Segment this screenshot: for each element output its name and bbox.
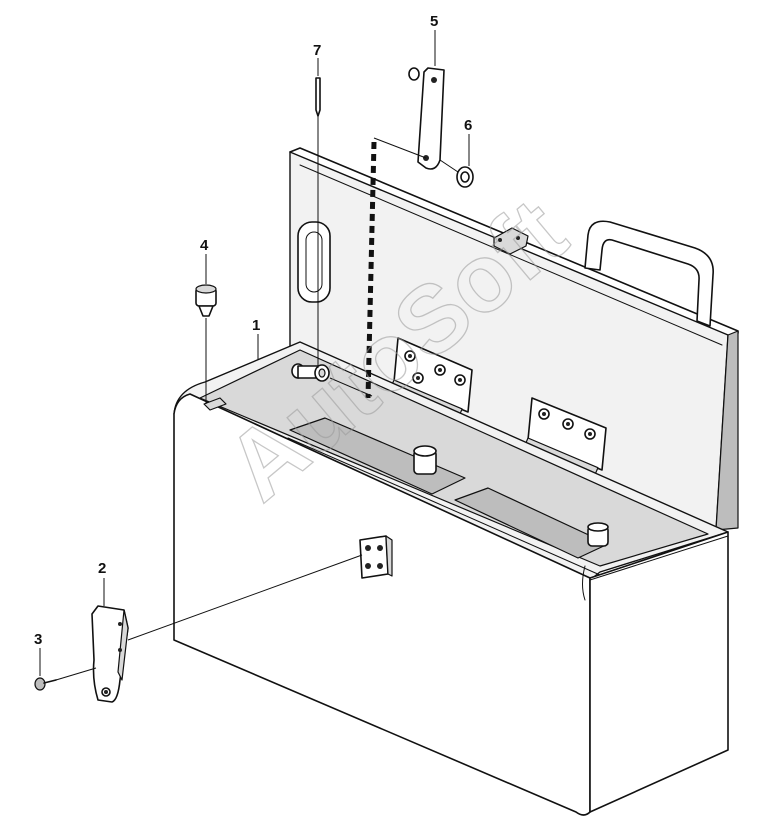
callout-3: 3 xyxy=(34,631,42,648)
pivot-bolt xyxy=(291,363,330,382)
latch-part-2 xyxy=(91,605,129,703)
assembly-leaders xyxy=(55,116,459,681)
washer-part-6 xyxy=(456,166,474,188)
callout-4: 4 xyxy=(200,237,209,254)
plug-part-4 xyxy=(195,284,217,317)
pin-part-7 xyxy=(315,77,321,117)
callout-leaders xyxy=(39,30,470,676)
carry-handle xyxy=(584,220,714,327)
callout-1: 1 xyxy=(252,317,260,334)
callout-6: 6 xyxy=(464,117,472,134)
callout-7: 7 xyxy=(313,42,321,59)
toolbox-body xyxy=(173,341,729,816)
striker-plate xyxy=(359,535,393,579)
screw-part-3 xyxy=(34,677,57,691)
lid-latch xyxy=(493,227,529,255)
callout-5: 5 xyxy=(430,13,438,30)
callout-2: 2 xyxy=(98,560,106,577)
